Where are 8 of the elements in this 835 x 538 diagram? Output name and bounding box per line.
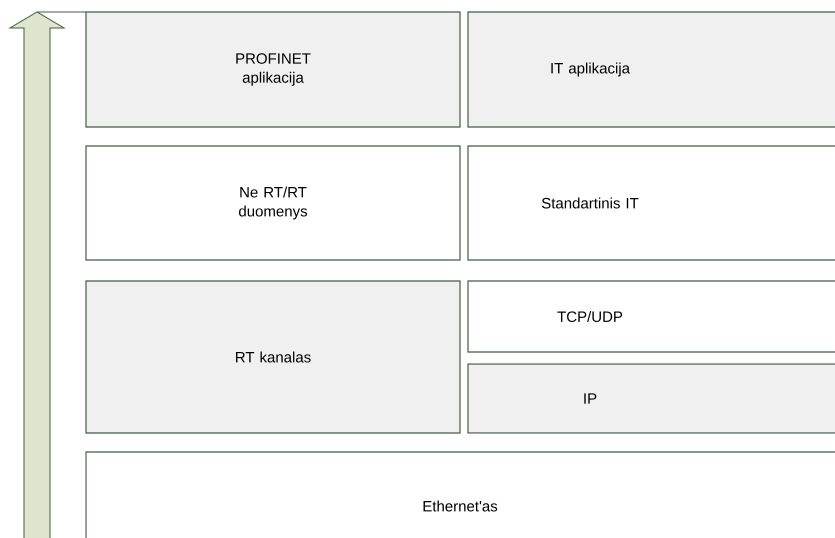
layer-box: RT kanalas	[85, 280, 461, 434]
layer-box: IP	[467, 363, 835, 434]
layer-box: TCP/UDP	[467, 280, 835, 353]
layer-box: Ne RT/RT duomenys	[85, 145, 461, 261]
layer-box: IT aplikacija	[467, 11, 835, 128]
layer-box: Ethernet'as	[85, 451, 835, 538]
layer-box: PROFINET aplikacija	[85, 11, 461, 128]
layer-box: Standartinis IT	[467, 145, 835, 261]
